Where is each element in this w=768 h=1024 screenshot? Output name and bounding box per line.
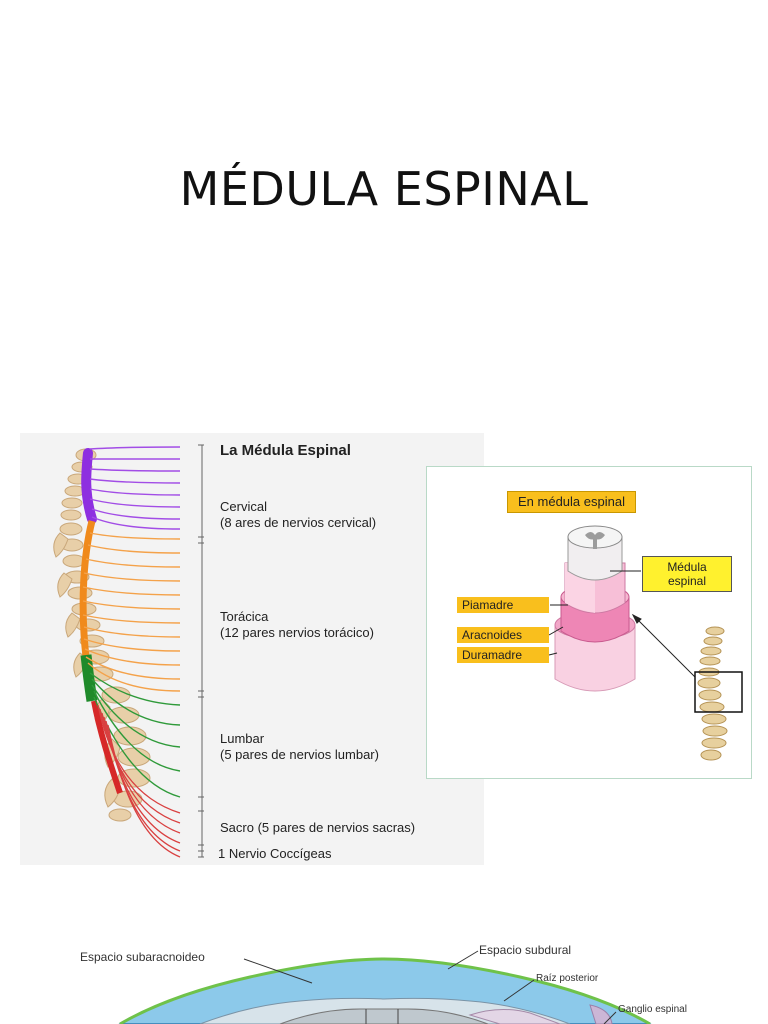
region-lumbar-detail: (5 pares de nervios lumbar): [220, 747, 379, 762]
cross-section-diagram: Espacio subaracnoideo Espacio subdural R…: [0, 935, 768, 1024]
label-aracnoides: Aracnoides: [457, 627, 549, 643]
region-thoracic-detail: (12 pares nervios torácico): [220, 625, 374, 640]
label-duramadre: Duramadre: [457, 647, 549, 663]
region-cervical-detail: (8 ares de nervios cervical): [220, 515, 377, 530]
label-spinal-ganglion: Ganglio espinal: [618, 1004, 687, 1015]
label-posterior-root: Raíz posterior: [536, 973, 599, 984]
spine-illustration: [53, 444, 204, 858]
meninges-illustration: [548, 525, 743, 761]
label-medula-line2: espinal: [667, 574, 707, 588]
label-medula-line1: Médula: [667, 560, 707, 574]
meninges-header-label: En médula espinal: [507, 491, 636, 513]
region-sacral-name: Sacro (5 pares de nervios sacras): [220, 820, 416, 835]
label-piamadre: Piamadre: [457, 597, 549, 613]
region-coccygeal-name: 1 Nervio Coccígeas: [218, 846, 332, 861]
slide-title: MÉDULA ESPINAL: [179, 162, 589, 216]
spine-figure-title: La Médula Espinal: [220, 442, 351, 459]
region-lumbar-name: Lumbar: [220, 731, 265, 746]
spine-diagram: La Médula Espinal Cervical (8 ares de ne…: [20, 433, 484, 865]
label-medula-espinal: Médula espinal: [642, 556, 732, 592]
cross-section-illustration: [118, 950, 652, 1024]
meninges-diagram: En médula espinal Médula espinal Piamadr…: [426, 466, 752, 779]
region-thoracic-name: Torácica: [220, 609, 269, 624]
label-subdural-space: Espacio subdural: [479, 943, 572, 957]
label-subarachnoid-space: Espacio subaracnoideo: [80, 950, 205, 964]
region-cervical-name: Cervical: [220, 499, 267, 514]
